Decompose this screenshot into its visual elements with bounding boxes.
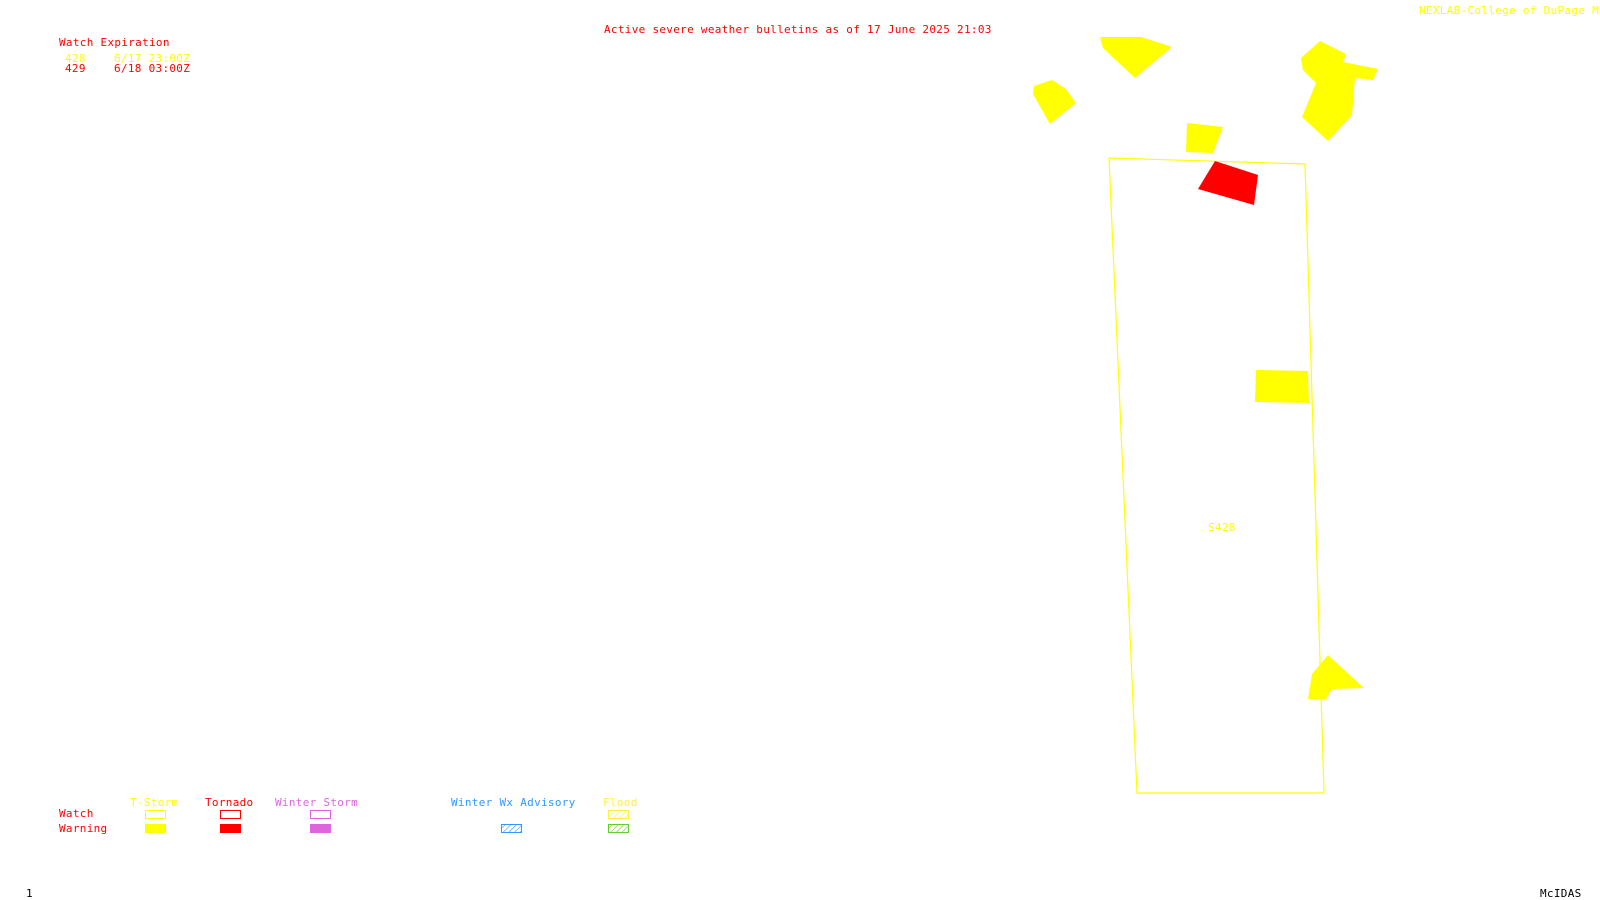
legend-tstorm-label: T-Storm — [130, 796, 179, 809]
legend-flood-watch-swatch — [608, 810, 629, 819]
legend-flood-label: Flood — [603, 796, 638, 809]
legend-tornado-warning-swatch — [220, 824, 241, 833]
legend-winter-advisory-label: Winter Wx Advisory — [451, 796, 576, 809]
legend-watch-row-label: Watch — [59, 807, 94, 820]
watch-428-label: S428 — [1208, 521, 1236, 534]
frame-number: 1 — [26, 887, 33, 900]
credit-text: NEXLAB-College of DuPage Meteorology — [1419, 5, 1600, 17]
legend-winter-storm-watch-swatch — [310, 810, 331, 819]
watch-row-id: 429 — [65, 62, 86, 75]
tstorm-warning-polygon — [1301, 41, 1378, 141]
legend-flood-warning-swatch — [608, 824, 629, 833]
legend-tstorm-watch-swatch — [145, 810, 166, 819]
bulletin-title: Active severe weather bulletins as of 17… — [604, 23, 992, 36]
tstorm-warning-polygon — [1100, 37, 1172, 78]
tstorm-warning-polygon — [1186, 123, 1223, 153]
tstorm-warning-polygon — [1255, 370, 1309, 403]
software-label: McIDAS — [1540, 887, 1582, 900]
legend-tornado-label: Tornado — [205, 796, 254, 809]
tstorm-warning-polygon — [1308, 655, 1364, 699]
tornado-warning-polygon — [1198, 161, 1258, 205]
watch-428-outline — [1108, 157, 1325, 794]
legend-winter-storm-label: Winter Storm — [275, 796, 359, 809]
watch-row-id: 428 — [65, 52, 86, 65]
legend-winter-advisory-swatch — [501, 824, 522, 833]
legend-tstorm-warning-swatch — [145, 824, 166, 833]
watch-row-expires: 6/18 03:00Z — [114, 62, 191, 75]
watch-expiration-heading: Watch Expiration — [59, 36, 170, 49]
legend-tornado-watch-swatch — [220, 810, 241, 819]
tstorm-warning-polygon — [1033, 80, 1076, 124]
legend-winter-storm-warning-swatch — [310, 824, 331, 833]
legend-warning-row-label: Warning — [59, 822, 108, 835]
watch-row-expires: 6/17 23:00Z — [114, 52, 191, 65]
